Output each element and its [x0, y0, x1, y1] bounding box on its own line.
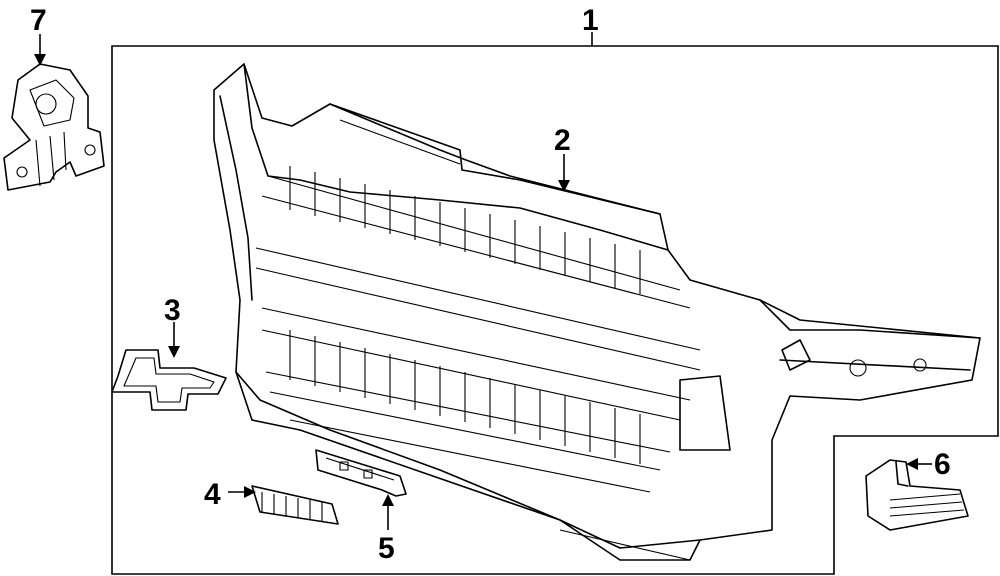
- bracket-part-5[interactable]: [315, 449, 407, 497]
- callout-6: 6: [934, 448, 951, 481]
- leader-7: [34, 34, 46, 66]
- leader-2: [558, 154, 570, 192]
- callout-3: 3: [164, 294, 181, 327]
- bracket-part-6[interactable]: [865, 459, 969, 531]
- callout-1: 1: [582, 4, 599, 37]
- callout-5: 5: [378, 532, 395, 565]
- callout-7: 7: [30, 4, 47, 37]
- grille-assembly-frame: [111, 45, 999, 575]
- leader-5: [382, 494, 394, 530]
- emblem[interactable]: [111, 349, 227, 411]
- callout-2: 2: [554, 124, 571, 157]
- callout-4: 4: [204, 478, 221, 511]
- bracket-part-4[interactable]: [251, 485, 339, 525]
- bracket-part-7[interactable]: [3, 63, 105, 191]
- leader-6: [906, 458, 932, 470]
- leader-3: [168, 322, 180, 358]
- grille-assembly[interactable]: [213, 63, 981, 561]
- leader-4: [228, 486, 256, 498]
